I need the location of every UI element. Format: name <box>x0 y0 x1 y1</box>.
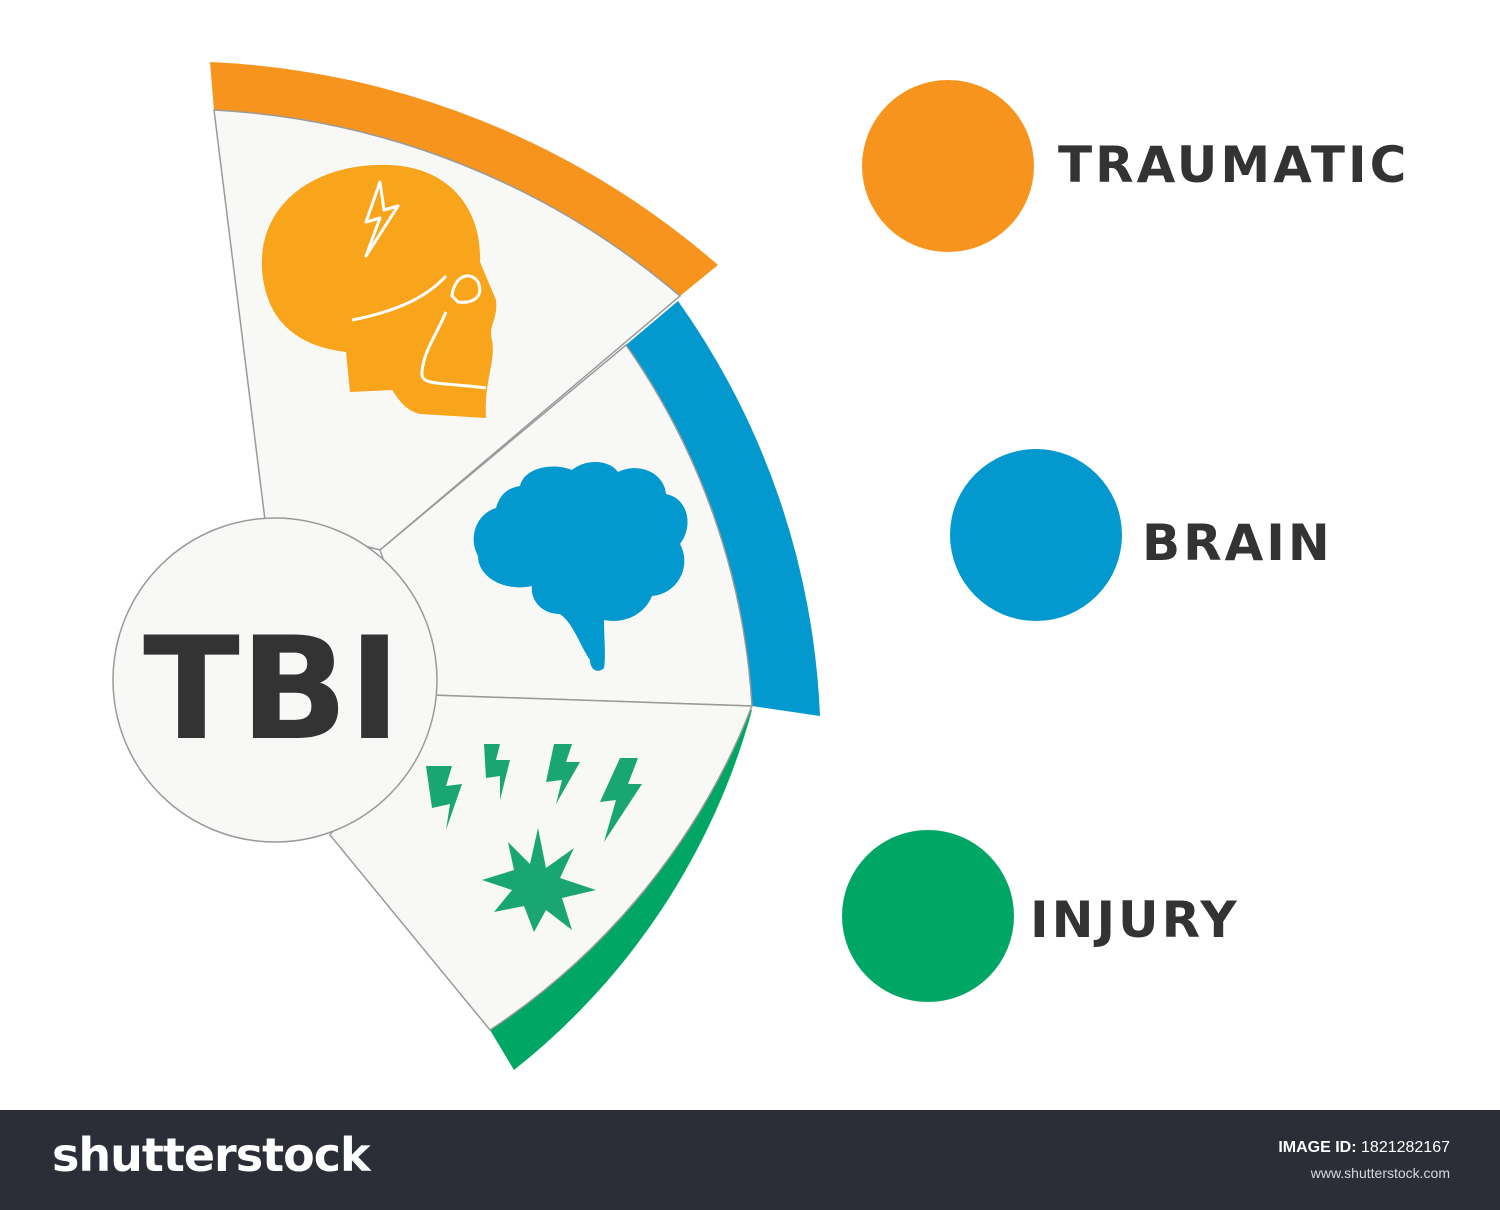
legend-label-injury: INJURY <box>1030 891 1240 949</box>
skull-lightning-icon <box>261 164 497 418</box>
legend-label-brain: BRAIN <box>1142 514 1333 572</box>
footer-site-url: www.shutterstock.com <box>1310 1165 1450 1181</box>
center-circle <box>112 517 438 843</box>
legend-dot-injury <box>842 830 1014 1002</box>
image-id-value: 1821282167 <box>1361 1139 1450 1156</box>
brain-icon <box>473 461 688 671</box>
traumatic-arc-band <box>210 62 718 296</box>
center-acronym: TBI <box>143 607 401 772</box>
legend-dot-brain <box>950 449 1122 621</box>
brain-arc-band <box>626 301 820 716</box>
tbi-diagram: TBI <box>112 62 1122 1070</box>
legend-label-traumatic: TRAUMATIC <box>1058 136 1410 194</box>
footer-brand-logo: shutterstock <box>52 1128 371 1182</box>
impact-lightning-icon <box>426 744 642 932</box>
legend-dot-traumatic <box>862 80 1034 252</box>
footer-bar: shutterstock IMAGE ID: 1821282167 www.sh… <box>0 1110 1500 1210</box>
image-id-label: IMAGE ID: <box>1278 1139 1357 1156</box>
footer-image-id: IMAGE ID: 1821282167 <box>1278 1140 1450 1156</box>
